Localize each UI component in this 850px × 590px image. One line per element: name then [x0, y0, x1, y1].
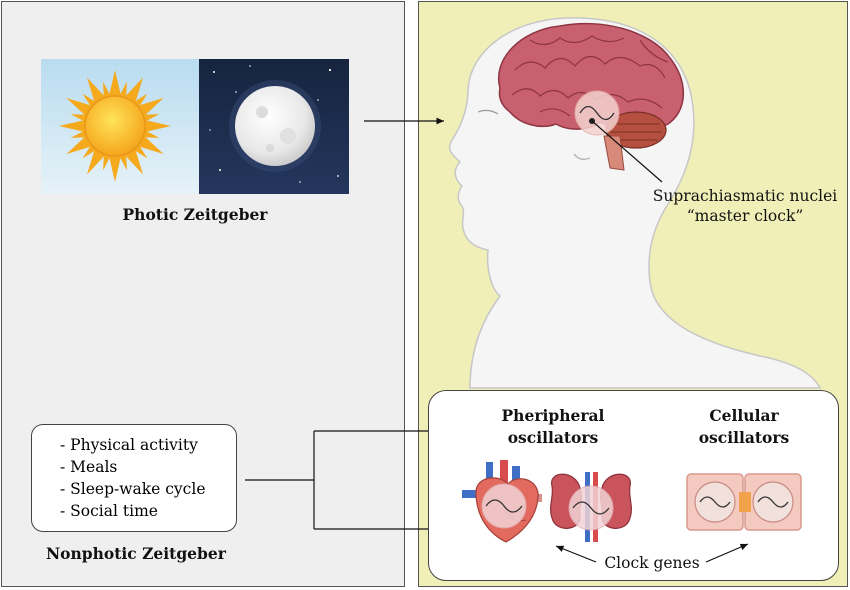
moon-icon	[229, 80, 321, 172]
nonphotic-connector	[245, 427, 447, 533]
scn-pointer-line	[591, 120, 663, 183]
kidneys-icon	[549, 472, 633, 542]
photic-zeitgeber-label: Photic Zeitgeber	[122, 205, 268, 224]
scn-label-line2: “master clock”	[686, 207, 804, 225]
peripheral-oscillators-label: Pheripheral oscillators	[478, 405, 628, 449]
cellular-oscillators-label: Cellular oscillators	[688, 405, 800, 449]
peripheral-label-line2: oscillators	[507, 428, 599, 447]
activity-item: - Physical activity	[60, 436, 198, 454]
heart-icon	[462, 460, 542, 543]
activity-item: - Sleep-wake cycle	[60, 480, 206, 498]
nonphotic-activities-box: - Physical activity - Meals - Sleep-wake…	[31, 424, 237, 532]
scn-label: Suprachiasmatic nuclei “master clock”	[650, 186, 840, 226]
stars	[209, 65, 339, 183]
brain-icon	[497, 22, 684, 171]
peripheral-label-line1: Pheripheral	[501, 406, 605, 425]
nonphotic-zeitgeber-label: Nonphotic Zeitgeber	[46, 544, 226, 563]
scn-label-line1: Suprachiasmatic nuclei	[652, 187, 838, 205]
sun-icon	[59, 70, 171, 182]
clock-genes-arrow-right	[705, 543, 749, 563]
cellular-label-line1: Cellular	[709, 406, 779, 425]
cells-icon	[686, 473, 802, 531]
activities-list: - Physical activity - Meals - Sleep-wake…	[60, 434, 236, 522]
clock-genes-arrow-left	[555, 545, 597, 563]
clock-genes-label: Clock genes	[604, 554, 700, 572]
cellular-label-line2: oscillators	[698, 428, 790, 447]
activity-item: - Meals	[60, 458, 118, 476]
day-night-image	[41, 59, 349, 194]
activity-item: - Social time	[60, 502, 158, 520]
